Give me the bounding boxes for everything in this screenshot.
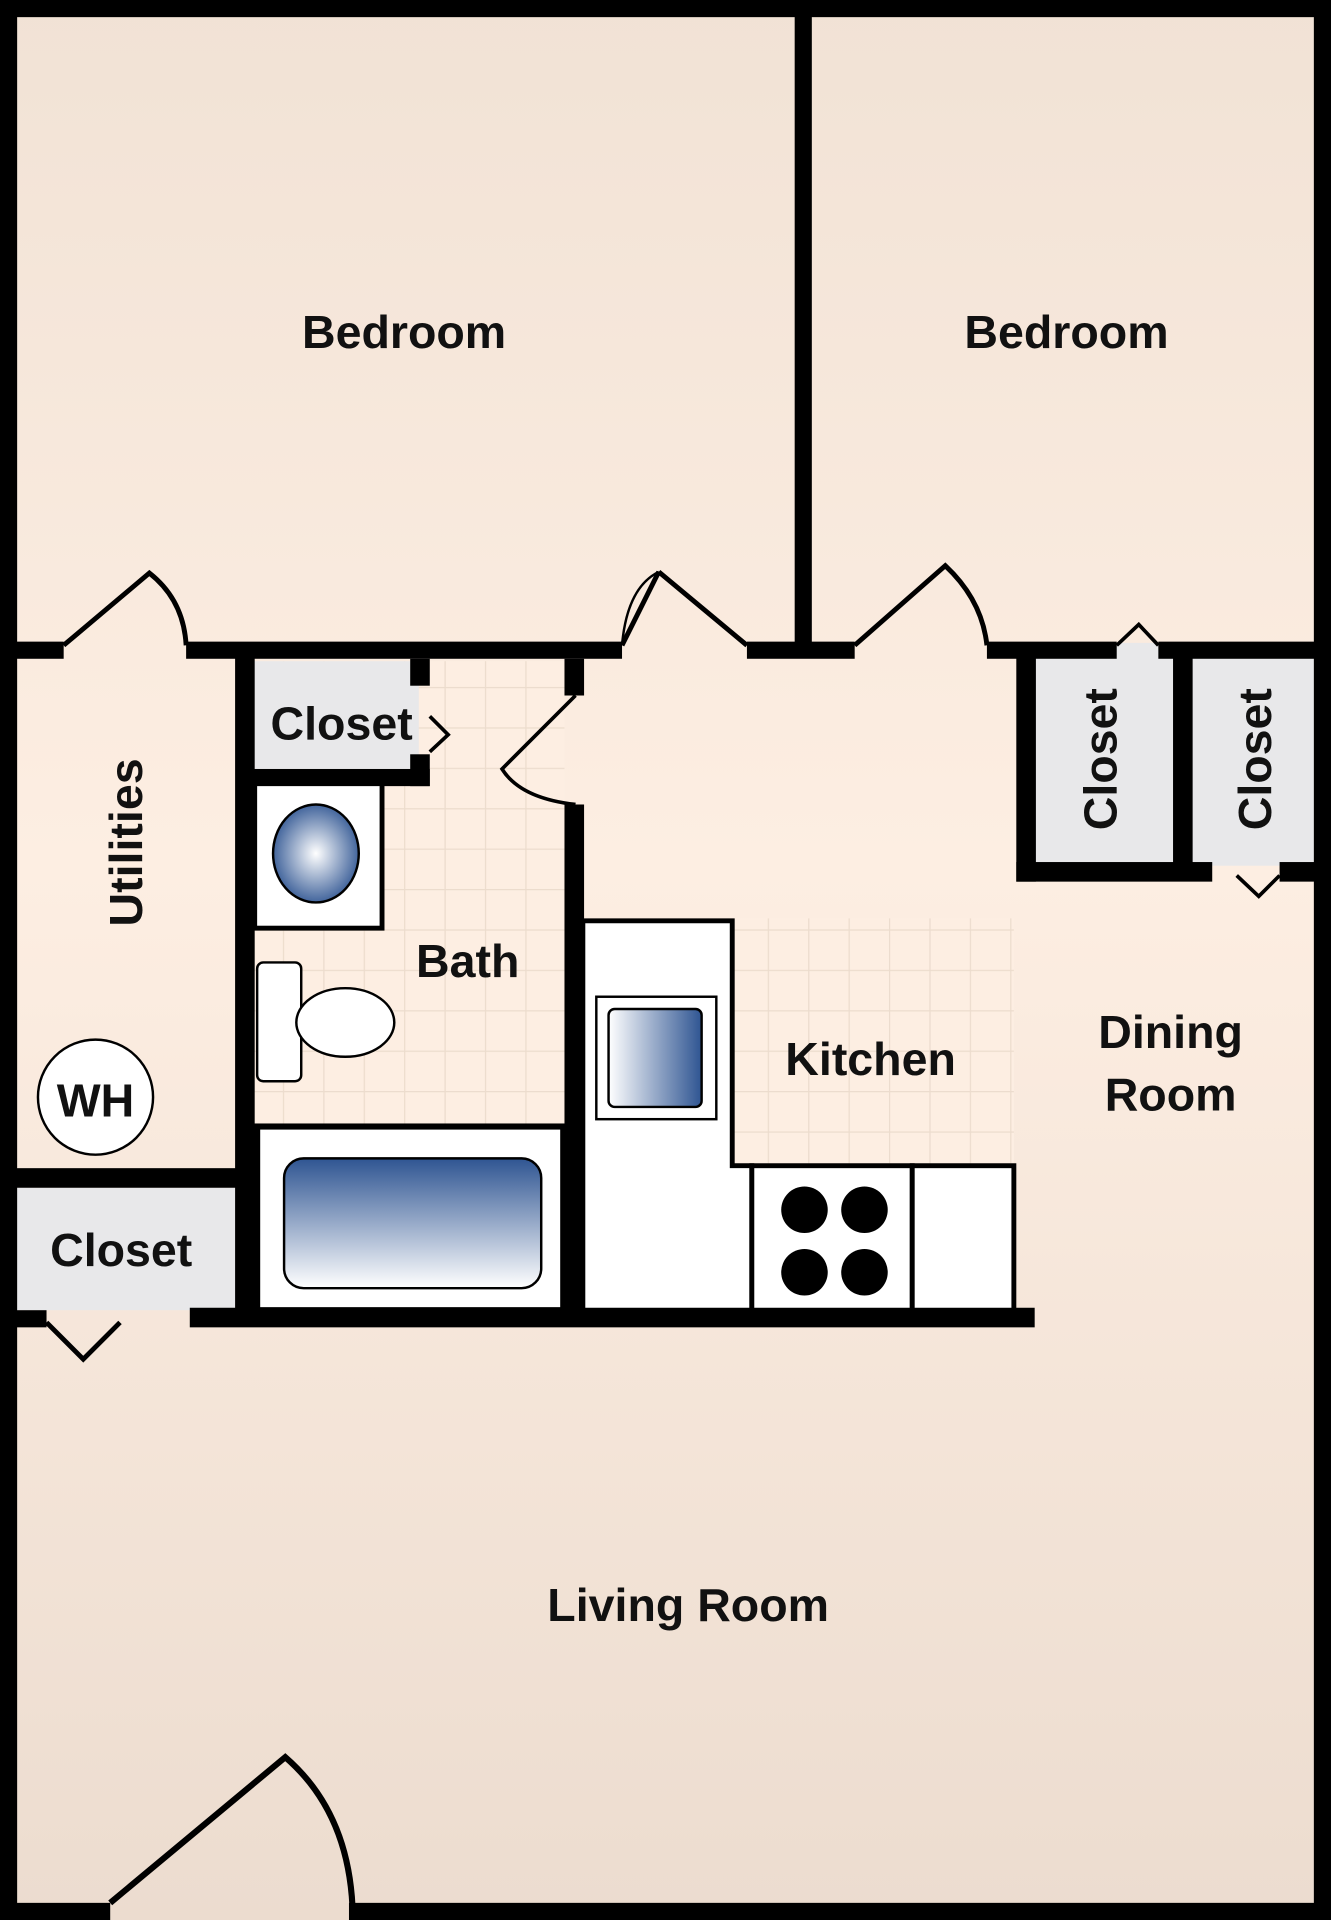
label-bedroom-right: Bedroom — [964, 306, 1168, 358]
water-heater-icon — [36, 1038, 155, 1156]
closet-bath-fill — [253, 661, 419, 769]
closet-utility-fill — [14, 1187, 236, 1311]
label-closet-dining-2: Closet — [1229, 688, 1281, 830]
closet-dining-2-fill — [1187, 642, 1317, 866]
burner-icon — [781, 1186, 828, 1234]
label-bath: Bath — [416, 935, 519, 987]
label-water-heater: WH — [57, 1075, 134, 1127]
bath-fixtures — [252, 781, 567, 1314]
burner-icon — [841, 1186, 888, 1234]
label-living-room: Living Room — [547, 1579, 829, 1631]
burner-icon — [781, 1248, 828, 1296]
label-kitchen: Kitchen — [785, 1033, 956, 1085]
label-closet-bath: Closet — [271, 698, 413, 750]
doors — [44, 562, 1281, 1911]
label-closet-dining-1: Closet — [1075, 688, 1127, 830]
bathtub-basin-icon — [282, 1157, 543, 1290]
label-closet-utility: Closet — [50, 1224, 192, 1276]
stove — [749, 1163, 915, 1313]
sink-icon — [271, 803, 360, 904]
toilet-bowl-icon — [295, 986, 396, 1058]
kitchen-tile-floor — [732, 918, 1014, 1164]
refrigerator — [909, 1163, 1017, 1313]
label-dining-line2: Room — [1105, 1069, 1237, 1121]
closet-dining-1-fill — [1034, 642, 1174, 866]
burner-icon — [841, 1248, 888, 1296]
toilet-tank-icon — [255, 961, 303, 1083]
label-dining-line1: Dining — [1098, 1006, 1243, 1058]
kitchen-sink-icon — [607, 1007, 703, 1109]
label-utilities: Utilities — [100, 758, 152, 926]
label-bedroom-left: Bedroom — [302, 306, 506, 358]
kitchen-fixtures — [580, 918, 1017, 1313]
